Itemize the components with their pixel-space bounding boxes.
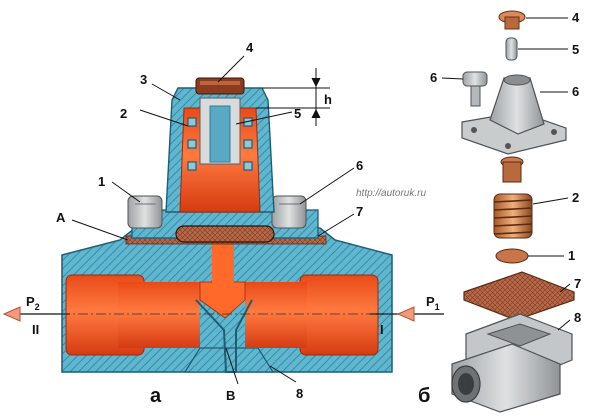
valve-disk <box>175 225 275 243</box>
part-pin-5 <box>505 37 518 61</box>
part-bolt-6 <box>462 71 488 107</box>
leader-lines-right <box>441 17 571 331</box>
spring-2-section <box>187 117 253 171</box>
part-body-8 <box>451 313 573 413</box>
bolt-right-6 <box>271 195 307 229</box>
watermark: http://autoruk.ru <box>356 188 426 199</box>
flow-arrow-P1 <box>370 306 444 322</box>
exploded-view: 4 5 6 6 2 1 7 8 б <box>418 10 581 413</box>
label-1: 1 <box>98 174 105 189</box>
inlet-cavity-I <box>299 274 379 356</box>
plug-4-highlight <box>200 81 240 85</box>
label-7: 7 <box>356 204 363 219</box>
section-view: 4 3 2 5 h 1 6 A 7 II I P2 P1 а B 8 <box>2 40 444 407</box>
vertical-channel <box>212 238 234 298</box>
partition-wall <box>195 299 253 373</box>
label-6: 6 <box>356 158 363 173</box>
flow-arrow-P2 <box>2 306 70 322</box>
label-r-4: 4 <box>572 10 580 25</box>
label-B: B <box>226 388 235 403</box>
part-plug-4 <box>498 10 526 30</box>
part-cover-6 <box>461 74 567 155</box>
caption-a: а <box>150 385 162 407</box>
label-r-1: 1 <box>568 248 575 263</box>
label-5: 5 <box>294 106 301 121</box>
leader-lines-left <box>71 55 355 385</box>
label-r-5: 5 <box>572 42 579 57</box>
label-2: 2 <box>120 106 127 121</box>
label-P1: P1 <box>426 294 440 312</box>
label-P1-main: P <box>426 294 435 309</box>
part-spring-2 <box>493 193 533 239</box>
body-bottom-boss <box>183 347 275 373</box>
guide-core <box>209 105 231 163</box>
left-bore <box>118 282 200 348</box>
label-8: 8 <box>296 386 303 401</box>
h-dimension <box>256 68 330 126</box>
part-bushing <box>500 156 524 183</box>
label-r-2: 2 <box>572 190 579 205</box>
label-h: h <box>324 92 332 107</box>
label-r-6b: 6 <box>572 84 579 99</box>
label-II: II <box>32 322 39 337</box>
label-r-8: 8 <box>574 310 581 325</box>
bolt-left-1 <box>127 195 163 229</box>
right-bore <box>245 282 307 348</box>
label-P2: P2 <box>26 294 40 312</box>
label-I: I <box>380 322 384 337</box>
label-r-7: 7 <box>574 276 581 291</box>
caption-b: б <box>418 385 430 407</box>
label-P1-sub: 1 <box>435 302 440 312</box>
label-P2-main: P <box>26 294 35 309</box>
label-4: 4 <box>246 40 254 55</box>
part-gasket-7 <box>463 271 575 321</box>
label-P2-sub: 2 <box>35 302 40 312</box>
label-r-6a: 6 <box>430 70 437 85</box>
label-3: 3 <box>140 72 147 87</box>
part-washer-1 <box>495 248 529 264</box>
label-A: A <box>56 210 66 225</box>
